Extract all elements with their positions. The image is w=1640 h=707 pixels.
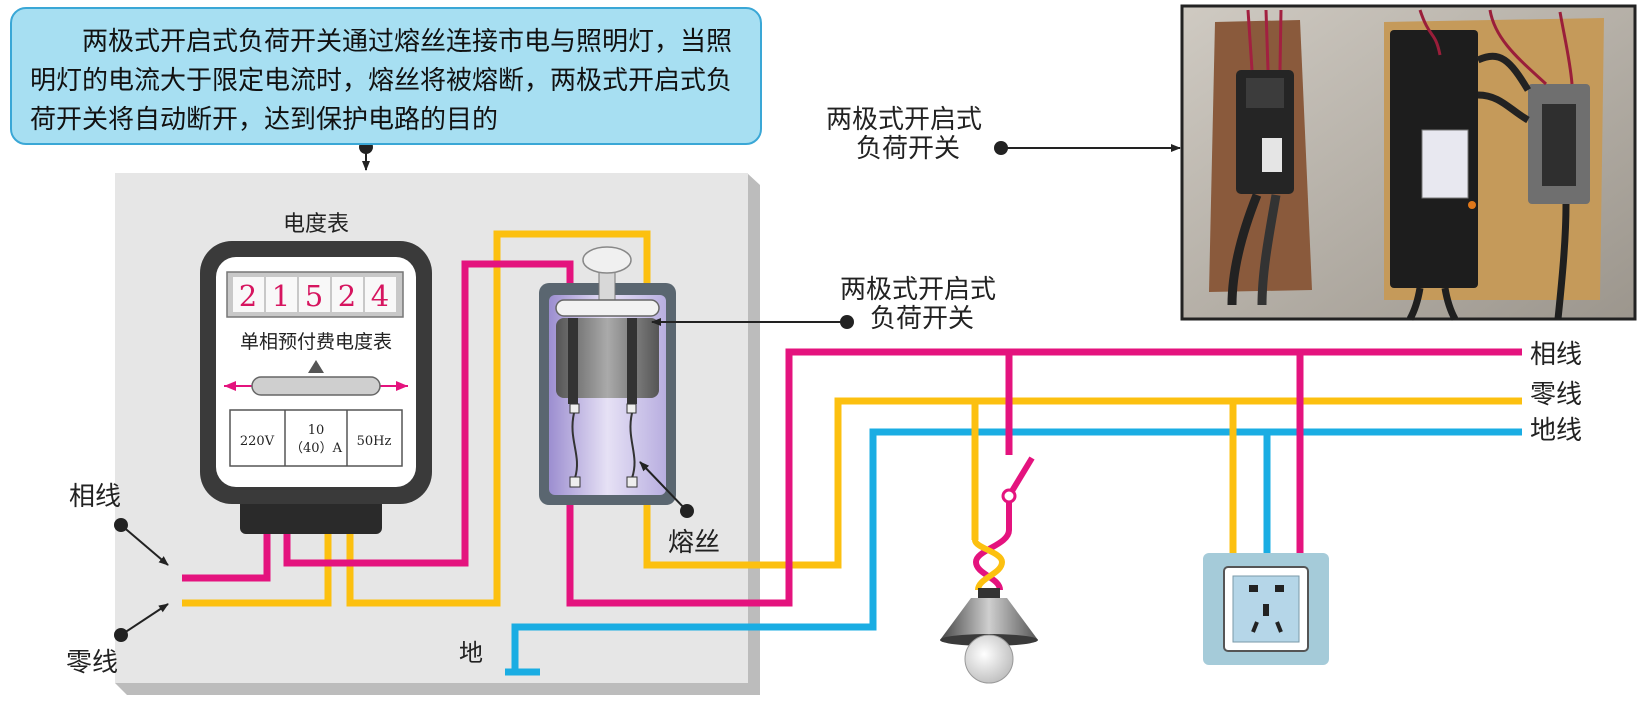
meter-digit-1: 2	[239, 279, 257, 313]
ground-right-label: 地线	[1530, 416, 1582, 446]
light-bulb	[964, 634, 1014, 684]
phase-switch-out	[566, 348, 1522, 607]
meter-current-top: 10	[308, 423, 325, 438]
meter-digit-cells	[233, 277, 396, 312]
phase-wire-in	[182, 534, 271, 582]
ground-left-label: 地	[459, 639, 483, 667]
meter-title: 电度表	[283, 212, 349, 237]
photo-switch-label-line2: 负荷开关	[856, 134, 960, 164]
switch-label-line1: 两极式开启式	[840, 275, 996, 305]
meter-name: 单相预付费电度表	[240, 331, 392, 353]
neutral-right-label: 零线	[1530, 380, 1582, 410]
switch-photo	[1180, 4, 1637, 321]
switch-callout: 两极式开启式 负荷开关	[651, 275, 996, 334]
switch-handle-knob	[582, 246, 632, 274]
lamp-shade	[940, 598, 1038, 640]
meter-current-bottom: （40）A	[290, 441, 343, 456]
meter-digit-4: 2	[338, 279, 356, 313]
switch-label-line2: 负荷开关	[870, 304, 974, 334]
lamp-switch	[1001, 456, 1035, 504]
meter-digit-3: 5	[305, 279, 323, 313]
meter-digit-5: 4	[371, 279, 389, 313]
pendant-lamp	[940, 588, 1038, 684]
phase-right-label: 相线	[1530, 340, 1582, 370]
electricity-meter: 电度表 2 1 5 2 4 单相预付费电度表 220V 10 （40）A 50	[200, 212, 432, 534]
meter-triangle-icon	[308, 360, 324, 373]
outgoing-labels: 相线 零线 地线	[1530, 340, 1582, 446]
load-switch	[539, 246, 676, 505]
neutral-wire-in	[182, 534, 332, 607]
fuse-wire-right	[629, 412, 636, 479]
neutral-left-label: 零线	[66, 648, 118, 678]
neutral-switch-out	[643, 397, 1522, 569]
meter-voltage: 220V	[240, 434, 275, 449]
fuse-wire-left	[571, 412, 579, 479]
wiring	[182, 230, 1522, 676]
fuse-label: 熔丝	[668, 528, 720, 558]
incoming-labels: 相线 零线 地	[66, 482, 483, 678]
photo-switch-label-line1: 两极式开启式	[826, 105, 982, 135]
photo-callout: 两极式开启式 负荷开关	[826, 105, 1181, 164]
lamp-cord	[972, 502, 1012, 591]
ground-wire	[511, 428, 1522, 670]
meter-rating-table	[229, 409, 403, 467]
explanation-callout: 两极式开启式负荷开关通过熔丝连接市电与照明灯，当照明灯的电流大于限定电流时，熔丝…	[10, 7, 762, 145]
wall-socket	[1203, 553, 1329, 665]
neutral-meter-out	[346, 230, 651, 607]
meter-frequency: 50Hz	[357, 434, 392, 449]
phase-meter-out	[283, 260, 574, 567]
fuse-callout: 熔丝	[639, 461, 720, 558]
callout-text: 两极式开启式负荷开关通过熔丝连接市电与照明灯，当照明灯的电流大于限定电流时，熔丝…	[30, 27, 733, 135]
meter-disc-window	[251, 376, 381, 396]
phase-left-label: 相线	[69, 482, 121, 512]
meter-digit-2: 1	[272, 279, 290, 313]
